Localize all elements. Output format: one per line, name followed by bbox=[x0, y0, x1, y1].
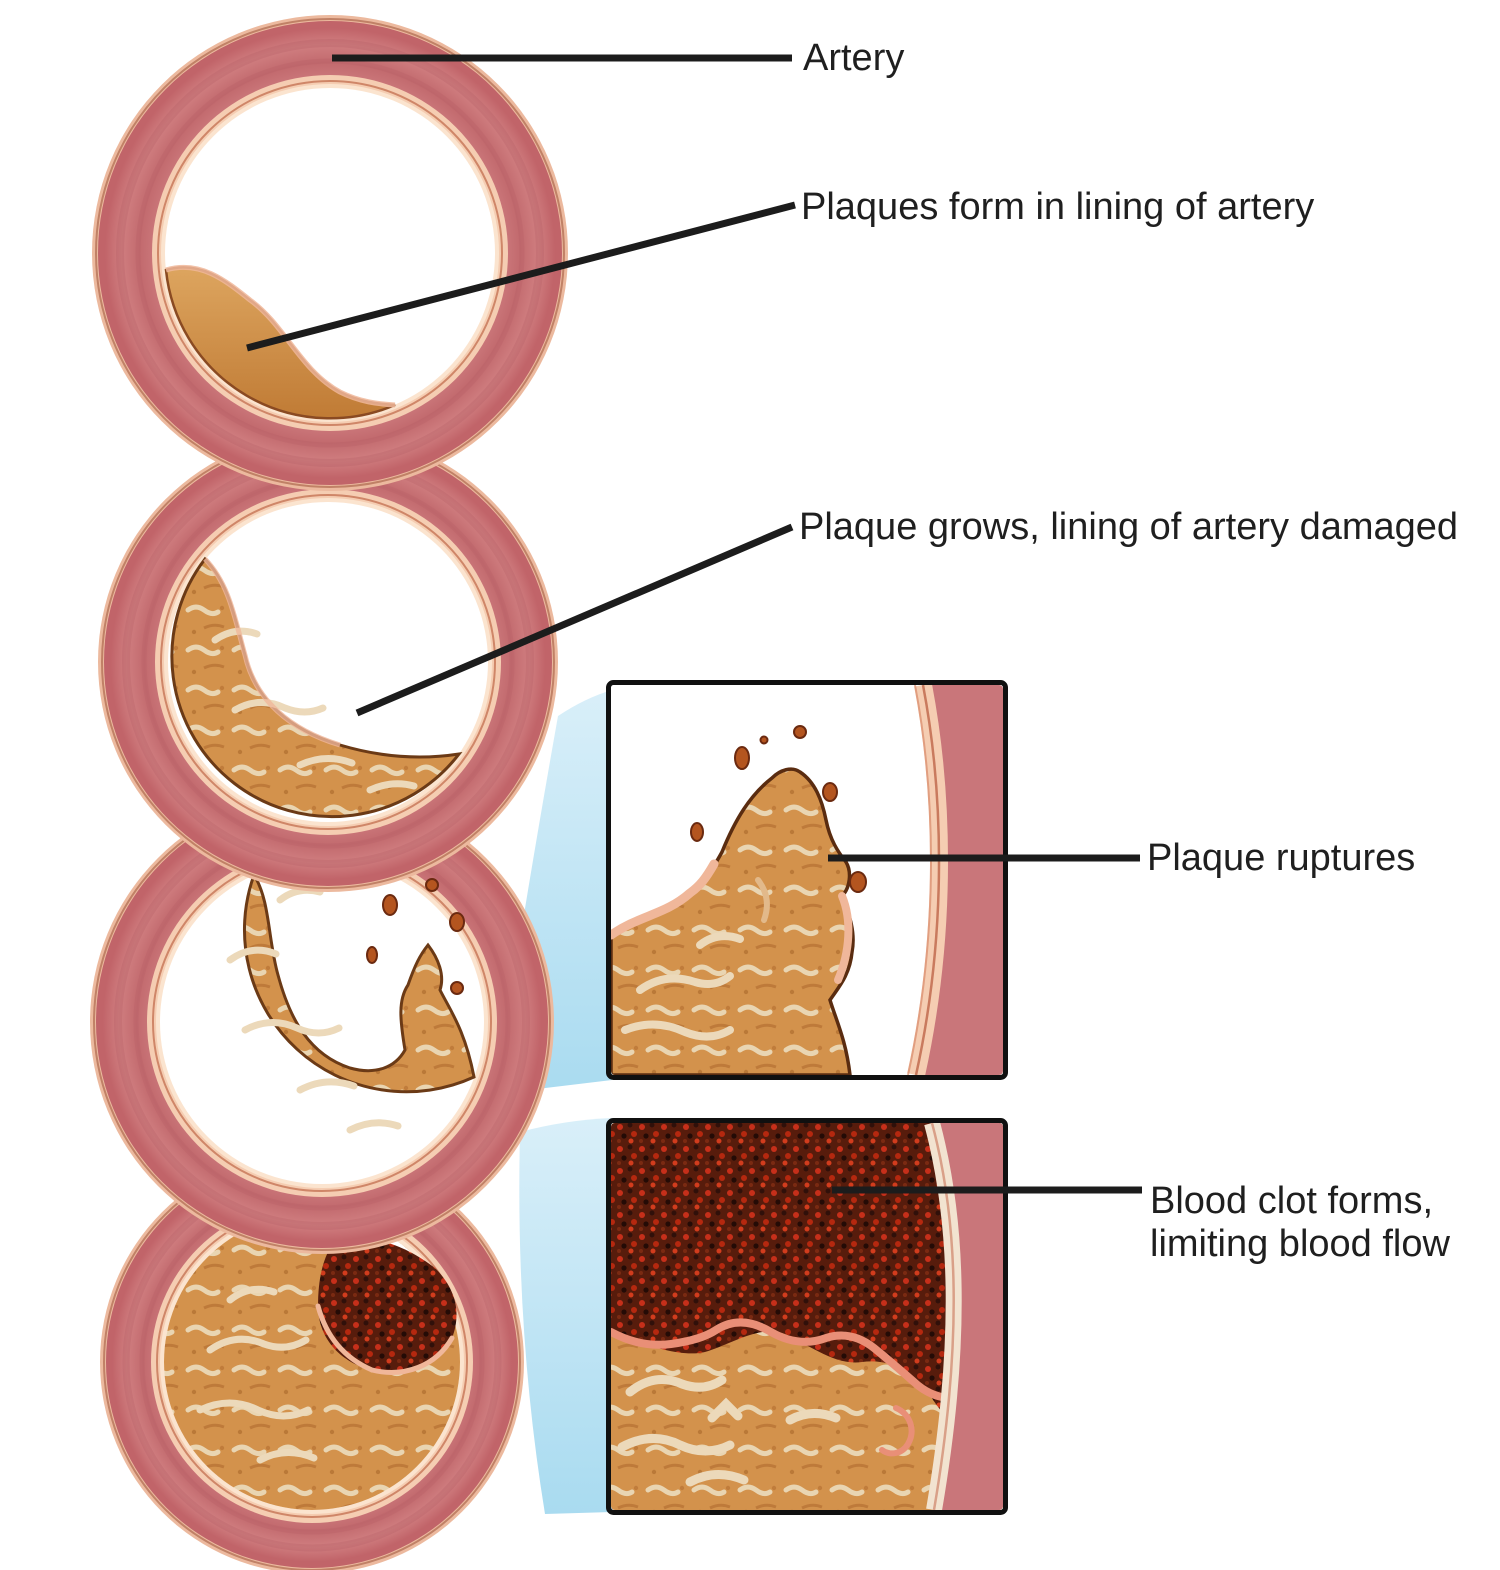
inset2-blood-clot bbox=[611, 1123, 1003, 1441]
inset2-plaque-texture bbox=[617, 1375, 841, 1487]
plaque-lining-edge bbox=[203, 557, 341, 748]
inset2-lining-curl bbox=[879, 1405, 915, 1457]
plaque-stage-2 bbox=[170, 556, 463, 819]
inset2-lining-squiggle bbox=[611, 1318, 952, 1402]
label-plaque-ruptures: Plaque ruptures bbox=[1147, 837, 1416, 879]
artery-cross-section-4 bbox=[100, 1150, 524, 1570]
inset1-lining-remnant bbox=[611, 859, 719, 940]
label-blood-clot: Blood clot forms, limiting blood flow bbox=[1150, 1180, 1450, 1266]
label-blood-clot-line1: Blood clot forms, bbox=[1150, 1180, 1433, 1222]
inset1-lining-curl bbox=[834, 892, 853, 984]
inset-blood-clot bbox=[606, 1118, 1008, 1515]
leader-lines bbox=[246, 54, 1142, 1194]
label-artery: Artery bbox=[803, 37, 905, 79]
label-plaque-grows: Plaque grows, lining of artery damaged bbox=[799, 506, 1459, 548]
leader-line-plaque-grows bbox=[355, 523, 794, 717]
plaque-texture bbox=[211, 627, 418, 794]
inset1-border bbox=[606, 680, 1008, 1080]
plaque-droplets bbox=[366, 878, 465, 995]
leader-line-plaques-form bbox=[246, 201, 796, 352]
artery-cross-section-1 bbox=[92, 15, 568, 491]
clot-lining-edge bbox=[315, 1303, 455, 1375]
label-blood-clot-line2: limiting blood flow bbox=[1150, 1223, 1450, 1265]
plaque-stage-4 bbox=[164, 1213, 460, 1510]
artery-cross-section-2 bbox=[98, 432, 558, 892]
inset2-border bbox=[606, 1118, 1008, 1515]
inset1-plaque-texture bbox=[621, 877, 770, 1041]
plaque-texture bbox=[196, 1285, 318, 1464]
label-plaques-form: Plaques form in lining of artery bbox=[801, 186, 1315, 228]
inset1-droplets bbox=[690, 725, 867, 893]
highlight-wedge-clot bbox=[519, 1118, 612, 1514]
inset-plaque-rupture bbox=[606, 680, 1008, 1080]
blood-clot bbox=[318, 1238, 457, 1373]
artery-cross-section-3 bbox=[90, 790, 554, 1254]
